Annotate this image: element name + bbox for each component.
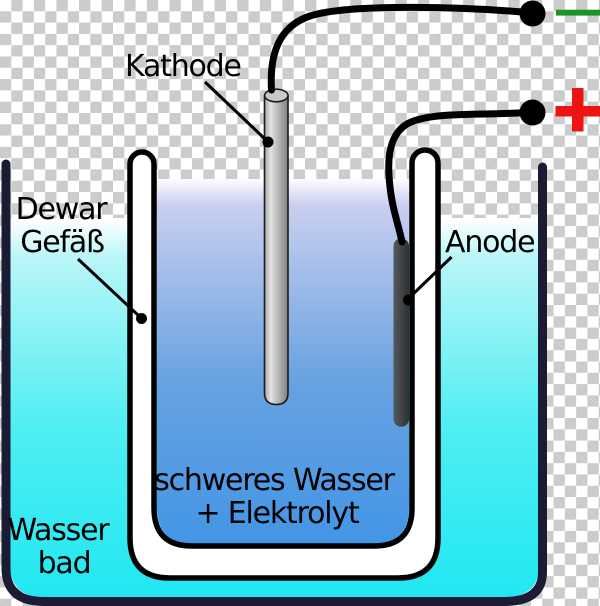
anode-rod <box>393 238 409 427</box>
cathode-rod-top-cap <box>263 88 289 103</box>
kathode-label: Kathode <box>125 49 241 84</box>
dewar-vessel <box>127 147 441 581</box>
anode-pointer-dot <box>403 294 414 306</box>
wasserbad-label-line2: bad <box>38 546 91 581</box>
electrolyte-label-line1: schweres Wasser <box>154 463 395 498</box>
dewar-pointer-line <box>76 257 141 318</box>
dewar-pointer-dot <box>136 313 147 324</box>
negative-terminal-dot <box>519 0 546 27</box>
cathode-wire <box>267 3 537 94</box>
kathode-pointer-dot <box>262 136 274 148</box>
anode-pointer-line <box>408 255 453 299</box>
positive-terminal-dot <box>519 99 546 126</box>
wasserbad-label-line1: Wasser <box>8 513 111 548</box>
anode-wire <box>385 108 537 246</box>
cathode-rod <box>263 95 289 406</box>
kathode-pointer-line <box>203 80 267 141</box>
outer-vessel <box>1 159 547 606</box>
plus-icon <box>555 88 600 132</box>
electrolyte-label-line2: + Elektrolyt <box>195 496 359 531</box>
dewar-label-line2: Gefäß <box>20 225 104 260</box>
minus-icon <box>556 9 600 16</box>
anode-label: Anode <box>445 225 534 260</box>
dewar-label-line1: Dewar <box>16 192 109 227</box>
